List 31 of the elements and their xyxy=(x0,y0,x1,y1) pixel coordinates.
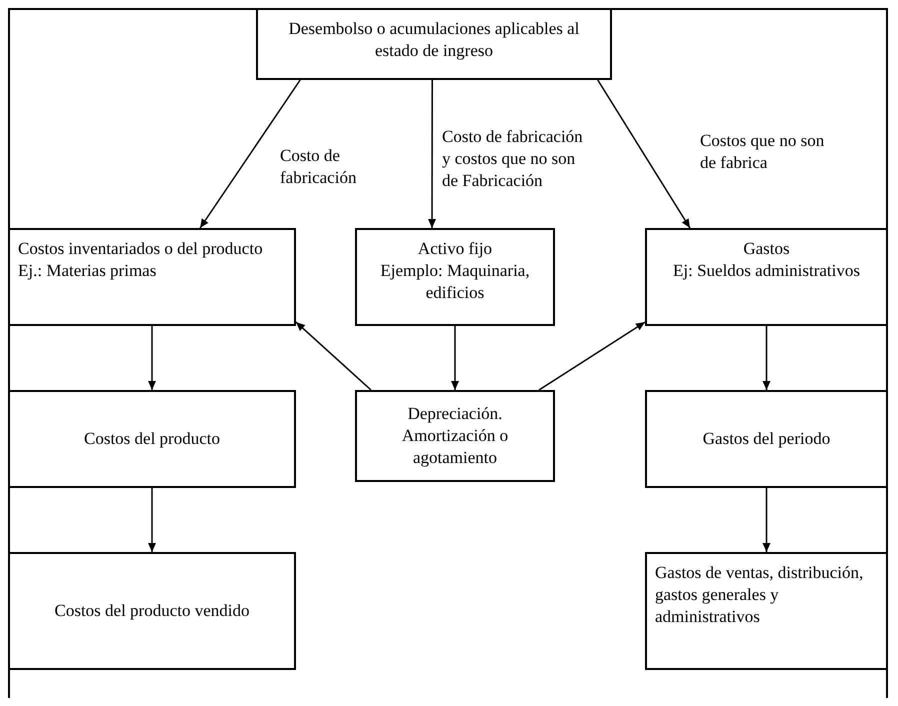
box-heading: Costos del producto vendido xyxy=(54,600,250,622)
arrow xyxy=(148,488,156,552)
arrow xyxy=(296,322,372,391)
arrow xyxy=(597,80,691,228)
box-text: Ej.: Materias primas xyxy=(18,260,156,282)
process-box xyxy=(355,390,555,482)
box-heading: Costos del producto xyxy=(84,428,220,450)
box-text: Ejemplo: Maquinaria, edificios xyxy=(379,260,531,304)
box-heading: Gastos de ventas, distribución, gastos generales y administrativos xyxy=(655,562,864,628)
arrow xyxy=(762,488,770,552)
process-box xyxy=(8,390,296,488)
process-box xyxy=(8,228,296,326)
process-box xyxy=(256,8,612,80)
arrow xyxy=(428,80,436,228)
process-box xyxy=(645,552,888,670)
arrow xyxy=(451,326,459,390)
arrow xyxy=(538,321,646,391)
box-heading: Activo fijo xyxy=(418,238,492,260)
process-box xyxy=(645,228,888,326)
process-box xyxy=(355,228,555,326)
box-heading: Gastos del periodo xyxy=(702,428,830,450)
arrow xyxy=(148,326,156,390)
arrow xyxy=(199,80,301,228)
box-heading: Desembolso o acumulaciones aplicables al estado de ingreso xyxy=(288,18,580,62)
box-heading: Depreciación. Amortización o agotamiento xyxy=(400,403,510,469)
box-heading: Costos inventariados o del producto xyxy=(18,238,263,260)
box-text: Ej: Sueldos administrativos xyxy=(673,260,860,282)
process-box xyxy=(8,552,296,670)
arrow xyxy=(762,326,770,390)
process-box xyxy=(645,390,888,488)
box-heading: Gastos xyxy=(743,238,790,260)
